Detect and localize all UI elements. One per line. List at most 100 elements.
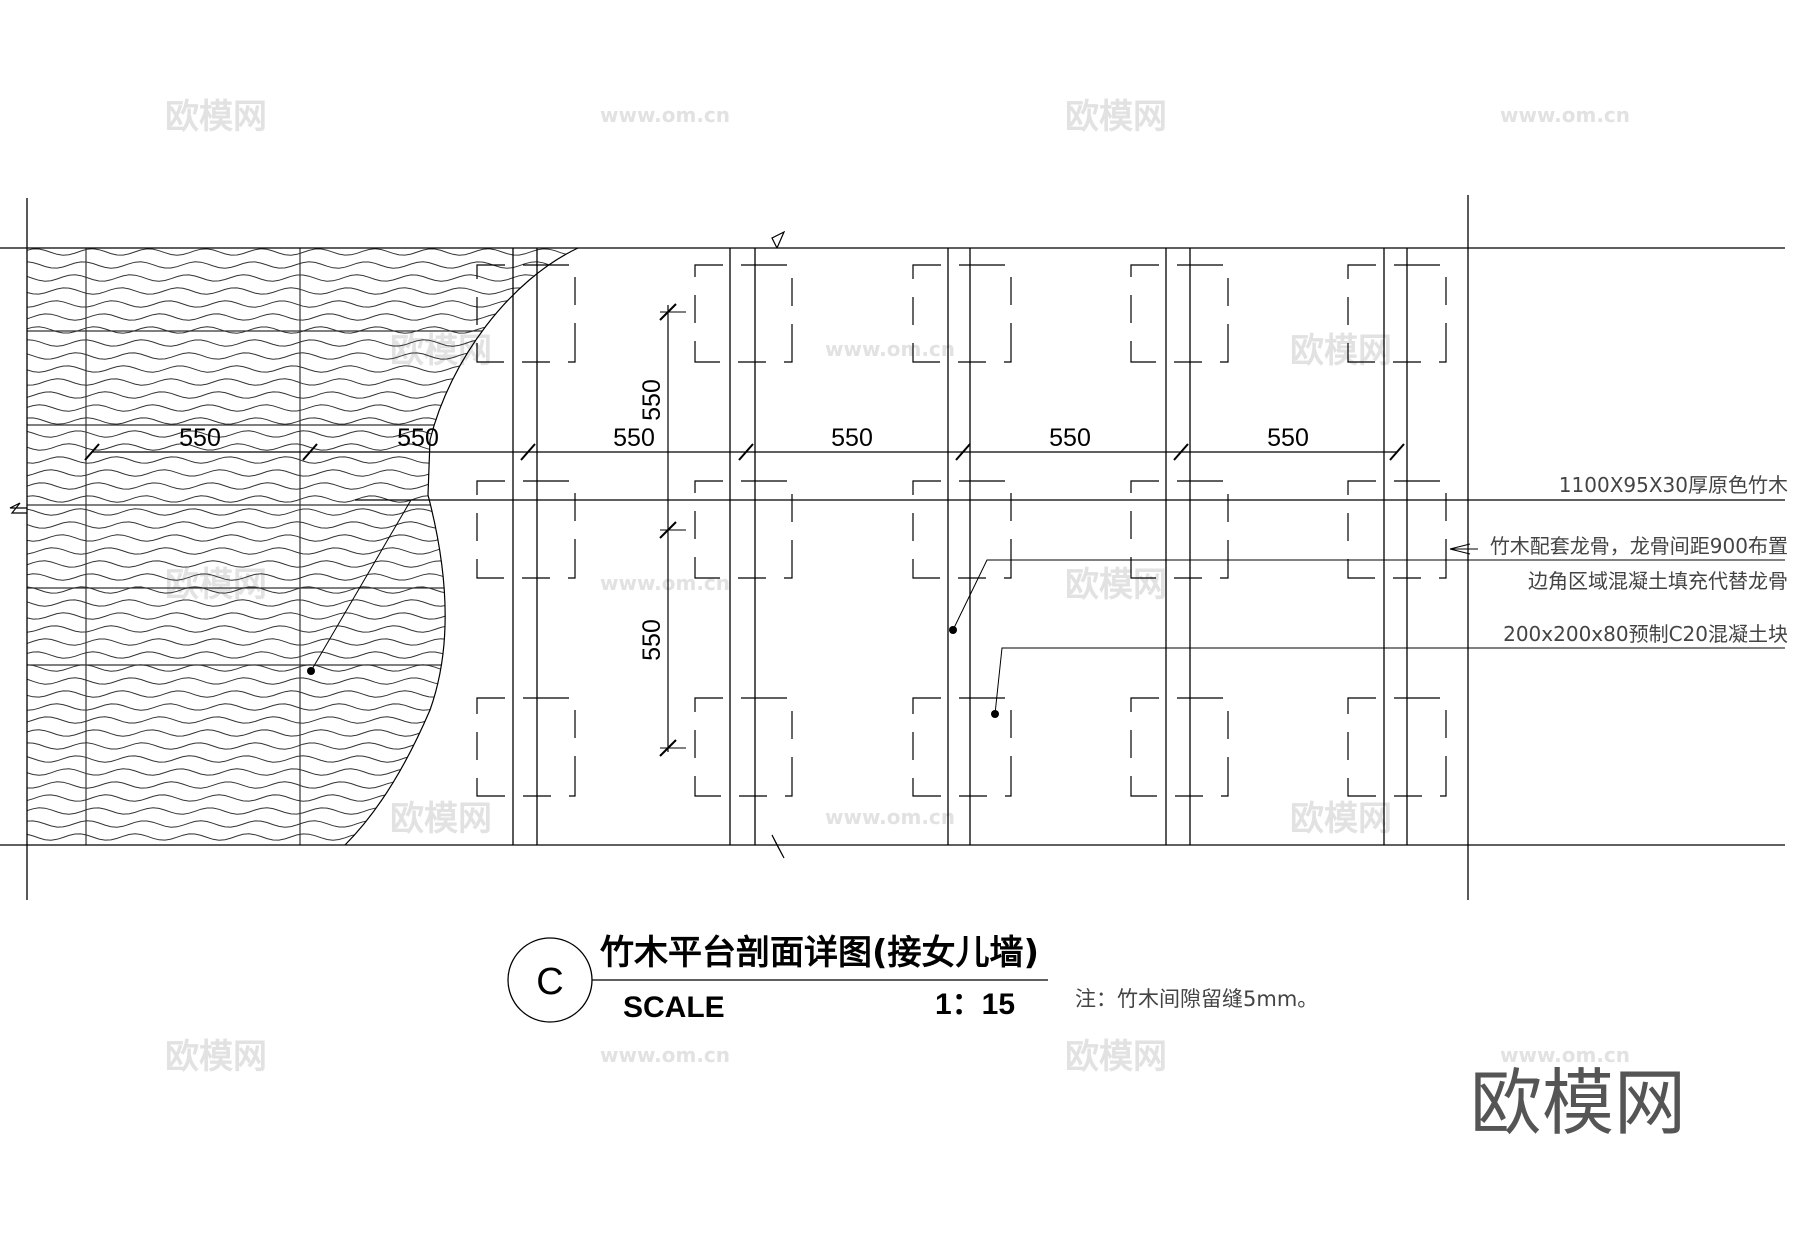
watermark-url: www.om.cn xyxy=(1500,103,1630,127)
hatch-line xyxy=(27,300,578,308)
callout-dots xyxy=(307,626,999,718)
hatch-line xyxy=(27,664,578,672)
hatch-line xyxy=(27,482,578,490)
hatch-line xyxy=(27,313,578,321)
watermark-url: www.om.cn xyxy=(825,337,955,361)
hatch-line xyxy=(27,573,578,581)
dimension-tick xyxy=(1389,443,1405,461)
hatch-line xyxy=(27,391,578,399)
concrete-block xyxy=(694,697,793,797)
dim-v-label-2: 550 xyxy=(638,619,666,661)
dimension-tick xyxy=(1173,443,1189,461)
watermark-logo: 欧模网 xyxy=(1470,1061,1686,1145)
watermark-url: www.om.cn xyxy=(600,1043,730,1067)
concrete-block xyxy=(1130,264,1229,363)
watermark-brand: 欧模网 xyxy=(1065,1037,1167,1077)
watermark-brand: 欧模网 xyxy=(165,565,267,605)
hatch-line xyxy=(27,417,578,425)
hatch-line xyxy=(27,534,578,542)
concrete-block xyxy=(1347,480,1447,579)
concrete-block xyxy=(912,264,1012,363)
break-mark xyxy=(9,502,27,514)
hatch-line xyxy=(27,404,578,412)
dim-h-label-3: 550 xyxy=(613,424,655,452)
hatch-line xyxy=(27,677,578,685)
watermark-brand: 欧模网 xyxy=(165,1037,267,1077)
hatch-line xyxy=(27,326,578,334)
hatch-line xyxy=(27,768,578,776)
dimension-tick xyxy=(738,443,754,461)
watermark-url: www.om.cn xyxy=(1500,1043,1630,1067)
hatch-line xyxy=(27,261,578,269)
hatch-line xyxy=(27,729,578,737)
watermark-brand: 欧模网 xyxy=(1290,331,1392,371)
hatch-line xyxy=(27,339,578,347)
break-mark xyxy=(771,834,785,859)
break-curve xyxy=(344,247,579,846)
watermark-brand: 欧模网 xyxy=(1065,97,1167,137)
watermark-brand: 欧模网 xyxy=(390,799,492,839)
callout-labels: 1100X95X30厚原色竹木 竹木配套龙骨，龙骨间距900布置 边角区域混凝土… xyxy=(1490,473,1788,646)
hatch-line xyxy=(27,612,578,620)
hatch-line xyxy=(27,638,578,646)
dim-h-label-6: 550 xyxy=(1267,424,1309,452)
watermark-brand: 欧模网 xyxy=(390,331,492,371)
watermark-brand: 欧模网 xyxy=(1290,799,1392,839)
concrete-block xyxy=(476,697,576,797)
dimension-tick xyxy=(84,443,100,461)
horizontal-dimension-labels: 550 550 550 550 550 550 xyxy=(179,424,1309,452)
hatch-line xyxy=(27,625,578,633)
hatch-line xyxy=(27,807,578,815)
hatch-line xyxy=(27,742,578,750)
concrete-block xyxy=(1130,480,1229,579)
joists xyxy=(512,248,1408,845)
concrete-block xyxy=(1130,697,1229,797)
hatch-line xyxy=(27,443,578,451)
concrete-block xyxy=(694,480,793,579)
dimension-tick xyxy=(955,443,971,461)
dim-v-label-1: 550 xyxy=(638,379,666,421)
callout-label-bamboo-board: 1100X95X30厚原色竹木 xyxy=(1559,473,1788,497)
hatch-line xyxy=(27,495,578,503)
callout-leaders xyxy=(310,499,1785,715)
horizontal-dimension-ticks xyxy=(84,443,1405,461)
hatch-line xyxy=(27,274,578,282)
watermark-url: www.om.cn xyxy=(600,571,730,595)
hatch-line xyxy=(27,547,578,555)
hatch-line xyxy=(27,248,578,256)
hatch-line xyxy=(27,378,578,386)
hatch-line xyxy=(27,755,578,763)
hatch-line xyxy=(27,469,578,477)
title-block: C 竹木平台剖面详图(接女儿墙) SCALE 1：15 注：竹木间隙留缝5mm。 xyxy=(507,933,1318,1024)
watermark-brand: 欧模网 xyxy=(165,97,267,137)
scale-label: SCALE xyxy=(623,991,725,1024)
concrete-blocks xyxy=(476,264,1447,797)
scale-value: 1：15 xyxy=(935,988,1015,1021)
hatch-line xyxy=(27,560,578,568)
concrete-block xyxy=(912,697,1012,797)
hatch-line xyxy=(27,365,578,373)
hatch-line xyxy=(27,430,578,438)
hatch-line xyxy=(27,716,578,724)
concrete-block xyxy=(476,264,576,363)
callout-arrow xyxy=(1449,543,1478,555)
dim-h-label-5: 550 xyxy=(1049,424,1091,452)
section-letter: C xyxy=(536,961,563,1003)
bamboo-wood-hatch xyxy=(27,248,578,845)
hatch-line xyxy=(27,508,578,516)
hatch-line xyxy=(27,599,578,607)
concrete-block xyxy=(912,480,1012,579)
concrete-block xyxy=(1347,264,1447,363)
hatch-line xyxy=(27,703,578,711)
concrete-block xyxy=(476,480,576,579)
vertical-dimension-ticks xyxy=(659,303,677,757)
watermarks: 欧模网 欧模网 www.om.cn www.om.cn 欧模网 欧模网 www.… xyxy=(165,97,1630,1077)
hatch-line xyxy=(27,833,578,841)
drawing-note: 注：竹木间隙留缝5mm。 xyxy=(1075,987,1318,1011)
dimension-tick xyxy=(302,443,318,461)
drawing-title: 竹木平台剖面详图(接女儿墙) xyxy=(600,933,1039,973)
hatch-line xyxy=(27,287,578,295)
hatch-line xyxy=(27,521,578,529)
callout-label-corner-concrete: 边角区域混凝土填充代替龙骨 xyxy=(1528,569,1788,593)
